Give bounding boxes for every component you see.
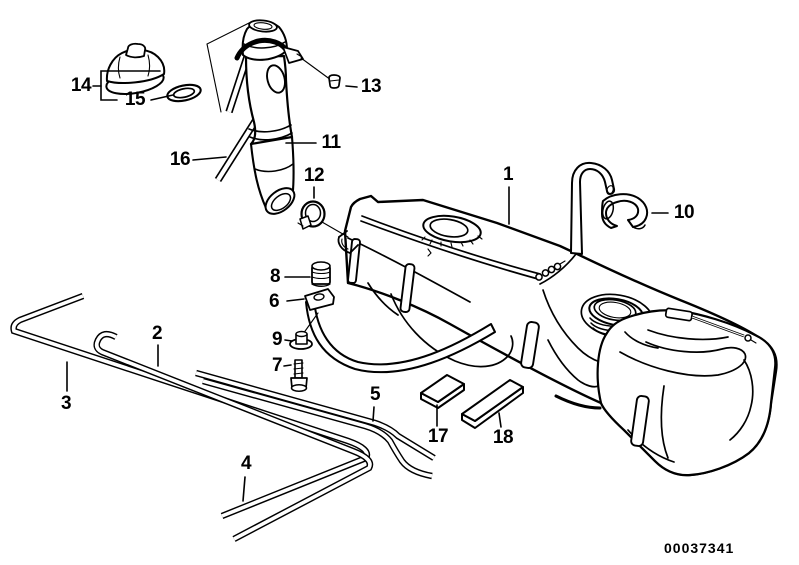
part-label-3[interactable]: 3 <box>60 393 72 414</box>
part-label-10[interactable]: 10 <box>673 202 695 223</box>
part-label-15[interactable]: 15 <box>124 89 146 110</box>
part-label-12[interactable]: 12 <box>303 165 325 186</box>
part-label-16[interactable]: 16 <box>169 149 191 170</box>
fuel-lines-drawing <box>10 292 436 542</box>
diagram-number: 00037341 <box>664 540 735 556</box>
part-label-17[interactable]: 17 <box>427 426 449 447</box>
part-label-9[interactable]: 9 <box>271 329 283 350</box>
part-label-4[interactable]: 4 <box>240 453 252 474</box>
filler-neck-drawing <box>206 19 349 238</box>
part-label-18[interactable]: 18 <box>492 427 514 448</box>
part-label-5[interactable]: 5 <box>369 384 381 405</box>
leader-lines <box>66 70 669 502</box>
fuel-tank-drawing <box>337 194 778 477</box>
part-label-1[interactable]: 1 <box>502 164 514 185</box>
part-label-6[interactable]: 6 <box>268 291 280 312</box>
flange-screw-ticks <box>421 235 483 248</box>
part-label-11[interactable]: 11 <box>321 132 341 153</box>
part-label-14[interactable]: 14 <box>70 75 92 96</box>
fuel-cap-drawing <box>105 42 202 103</box>
mount-parts-drawing <box>289 261 335 392</box>
clip-drawing <box>601 193 649 230</box>
part-label-7[interactable]: 7 <box>271 355 283 376</box>
part-label-13[interactable]: 13 <box>360 76 382 97</box>
tank-strap <box>305 299 496 374</box>
part-label-8[interactable]: 8 <box>269 266 281 287</box>
part-label-2[interactable]: 2 <box>151 323 163 344</box>
vent-fitting <box>535 260 566 281</box>
pads-drawing <box>420 374 524 429</box>
